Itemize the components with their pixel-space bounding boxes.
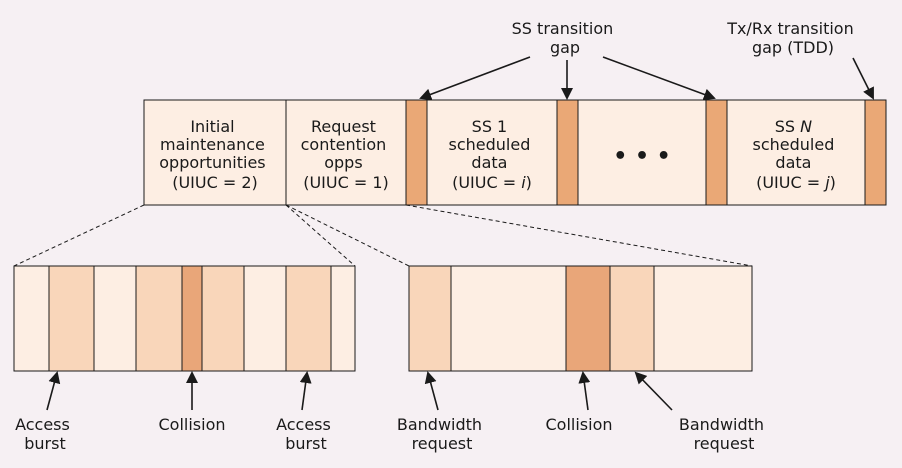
bottom-arrows [46, 371, 673, 411]
ellipsis-block [577, 99, 707, 206]
arrow-access-burst-1 [46, 371, 61, 411]
ss-transition-gap-label: SS transition gap [512, 19, 619, 57]
uplink-frame: Initial maintenance opportunities (UIUC … [143, 99, 887, 206]
left-slot-4 [135, 265, 183, 372]
bandwidth-request-label-1: Bandwidth request [397, 415, 487, 453]
ss-transition-gap-2 [556, 99, 579, 206]
ssn-label: SS N scheduled data (UIUC = j) [753, 117, 840, 192]
left-slot-2-access-burst [48, 265, 95, 372]
right-slot-4-bandwidth-request [609, 265, 655, 372]
access-burst-label-1: Access burst [15, 415, 75, 453]
arrow-ss-gap-1 [419, 56, 531, 101]
request-contention-block [285, 99, 407, 206]
txrx-transition-gap [864, 99, 887, 206]
arrow-txrx-gap [852, 57, 874, 100]
ssn-data-block [726, 99, 866, 206]
ss-transition-gap-3 [705, 99, 728, 206]
left-slot-5-collision [181, 265, 203, 372]
left-slot-8-access-burst [285, 265, 332, 372]
collision-label-right: Collision [545, 415, 612, 434]
initial-maintenance-block [143, 99, 287, 206]
initial-maintenance-detail [13, 265, 356, 372]
ss1-label: SS 1 scheduled data (UIUC = i) [449, 117, 536, 192]
ellipsis-label: • • • [613, 144, 671, 169]
right-slot-1-bandwidth-request [408, 265, 452, 372]
ss-transition-gap-1 [405, 99, 428, 206]
left-slot-7 [243, 265, 287, 372]
right-slot-3-collision [565, 265, 611, 372]
request-contention-detail [408, 265, 753, 372]
collision-label-left: Collision [158, 415, 225, 434]
left-slot-6 [201, 265, 245, 372]
expansion-lines [13, 204, 753, 267]
left-slot-3 [93, 265, 137, 372]
arrow-ss-gap-3 [602, 56, 716, 101]
ss1-data-block [426, 99, 558, 206]
arrow-access-burst-2 [299, 371, 312, 411]
bandwidth-request-label-2: Bandwidth request [679, 415, 769, 453]
right-slot-2 [450, 265, 567, 372]
arrow-bandwidth-request-1 [424, 371, 439, 411]
initial-label: Initial maintenance opportunities (UIUC … [159, 117, 270, 192]
right-slot-5 [653, 265, 753, 372]
request-label: Request contention opps (UIUC = 1) [301, 117, 392, 192]
access-burst-label-2: Access burst [276, 415, 336, 453]
txrx-transition-gap-label: Tx/Rx transition gap (TDD) [726, 19, 859, 57]
arrow-bandwidth-request-2 [634, 371, 673, 411]
left-slot-9 [330, 265, 356, 372]
left-slot-1 [13, 265, 50, 372]
arrow-collision-right [578, 371, 591, 411]
